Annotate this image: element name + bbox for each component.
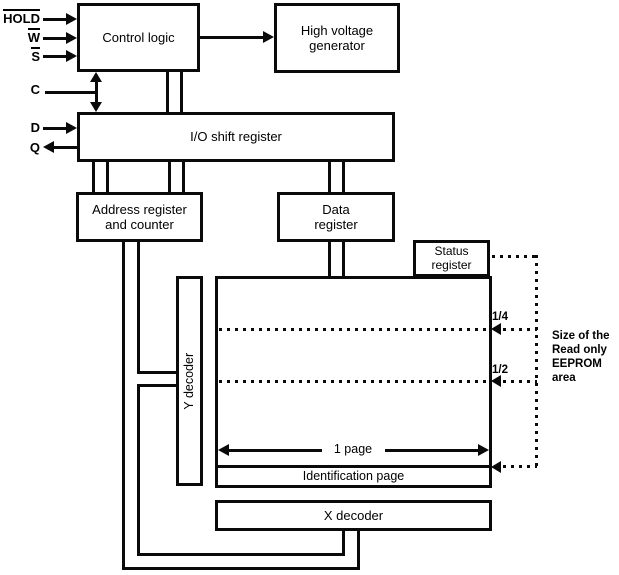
wire-ydecoder-out-v	[137, 384, 140, 556]
wire-w	[43, 37, 67, 40]
page-width-label: 1 page	[333, 442, 373, 456]
io-shift-register-label: I/O shift register	[190, 129, 282, 145]
page-arrowhead-right-icon	[478, 444, 489, 456]
pin-label-s: S	[31, 47, 40, 64]
data-register-label-line1: Data	[322, 201, 350, 217]
address-register-label-line1: Address register	[92, 201, 187, 217]
y-decoder-block: Y decoder	[176, 276, 203, 486]
wire-hold	[43, 18, 67, 21]
status-register-label-line1: Status	[434, 244, 469, 259]
wire-io-addr-4	[182, 162, 185, 192]
half-dotted-line	[219, 380, 489, 383]
wire-xloop-inner-v	[342, 531, 345, 556]
wire-addr-ydecoder-v	[137, 242, 140, 374]
arrowhead-d-icon	[66, 122, 77, 134]
wire-xloop-outer-h	[122, 567, 360, 570]
pin-label-hold: HOLD	[3, 9, 40, 26]
quarter-arrowhead-icon	[491, 323, 501, 335]
wire-data-array-1	[328, 242, 331, 276]
wire-xloop-inner-h	[137, 553, 345, 556]
x-decoder-label: X decoder	[323, 507, 384, 523]
half-label: 1/2	[492, 364, 508, 376]
wire-io-data-1	[328, 162, 331, 192]
wire-data-array-2	[342, 242, 345, 276]
wire-control-io-1	[166, 72, 169, 112]
hv-generator-label-line2: generator	[309, 38, 365, 53]
half-dotted-line-outer	[503, 380, 537, 383]
arrowhead-c-down-icon	[90, 102, 102, 112]
pin-label-c: C	[30, 82, 40, 97]
size-note-line1: Size of the	[552, 330, 610, 342]
wire-d	[43, 127, 67, 130]
page-arrow-left-segment	[222, 449, 322, 452]
wire-io-addr-1	[92, 162, 95, 192]
wire-io-data-2	[342, 162, 345, 192]
status-register-block: Status register	[413, 240, 490, 277]
pin-label-q: Q	[29, 140, 40, 155]
control-logic-block: Control logic	[77, 3, 200, 72]
y-decoder-label: Y decoder	[182, 352, 197, 410]
wire-io-addr-3	[168, 162, 171, 192]
status-register-label-line2: register	[431, 257, 472, 272]
identification-page-label: Identification page	[302, 469, 405, 484]
arrowhead-c-up-icon	[90, 72, 102, 82]
quarter-dotted-line-outer	[503, 328, 537, 331]
wire-q	[52, 146, 77, 149]
quarter-dotted-line	[219, 328, 489, 331]
wire-control-io-2	[180, 72, 183, 112]
page-arrow-right-segment	[385, 449, 485, 452]
size-note-line4: area	[552, 372, 576, 384]
control-logic-label: Control logic	[102, 29, 175, 45]
address-register-block: Address register and counter	[76, 192, 203, 242]
address-register-label-line2: and counter	[105, 217, 174, 232]
arrowhead-hold-icon	[66, 13, 77, 25]
wire-xloop-outer-v	[357, 531, 360, 570]
wire-c	[45, 91, 96, 94]
half-arrowhead-icon	[491, 375, 501, 387]
arrowhead-hv-icon	[263, 31, 274, 43]
wire-ydecoder-out-h	[137, 384, 178, 387]
data-register-label-line2: register	[314, 217, 358, 232]
page-arrowhead-left-icon	[218, 444, 229, 456]
size-note-line2: Read only	[552, 344, 607, 356]
arrowhead-q-icon	[43, 141, 54, 153]
hv-generator-label-line1: High voltage	[300, 22, 374, 38]
wire-io-addr-2	[106, 162, 109, 192]
arrowhead-s-icon	[66, 50, 77, 62]
bracket-dotted-top	[492, 255, 536, 258]
high-voltage-generator-block: High voltage generator	[274, 3, 400, 73]
size-note: Size of the Read only EEPROM area	[552, 329, 610, 385]
wire-addr-xdecoder-v	[122, 242, 125, 570]
pin-label-w: W	[27, 28, 40, 45]
wire-addr-ydecoder-h	[137, 371, 178, 374]
wire-c-vertical	[95, 80, 98, 104]
bracket-dotted-bottom	[503, 465, 537, 468]
memory-array-block	[215, 276, 492, 468]
wire-control-to-hv	[200, 36, 264, 39]
pin-label-d: D	[30, 120, 40, 135]
x-decoder-block: X decoder	[215, 500, 492, 531]
bracket-arrowhead-bottom-icon	[491, 461, 501, 473]
size-note-line3: EEPROM	[552, 358, 602, 370]
quarter-label: 1/4	[492, 311, 508, 323]
identification-page-block: Identification page	[215, 465, 492, 488]
arrowhead-w-icon	[66, 32, 77, 44]
wire-s	[43, 55, 67, 58]
data-register-block: Data register	[277, 192, 395, 242]
bracket-dotted-vertical	[535, 255, 538, 469]
io-shift-register-block: I/O shift register	[77, 112, 395, 162]
